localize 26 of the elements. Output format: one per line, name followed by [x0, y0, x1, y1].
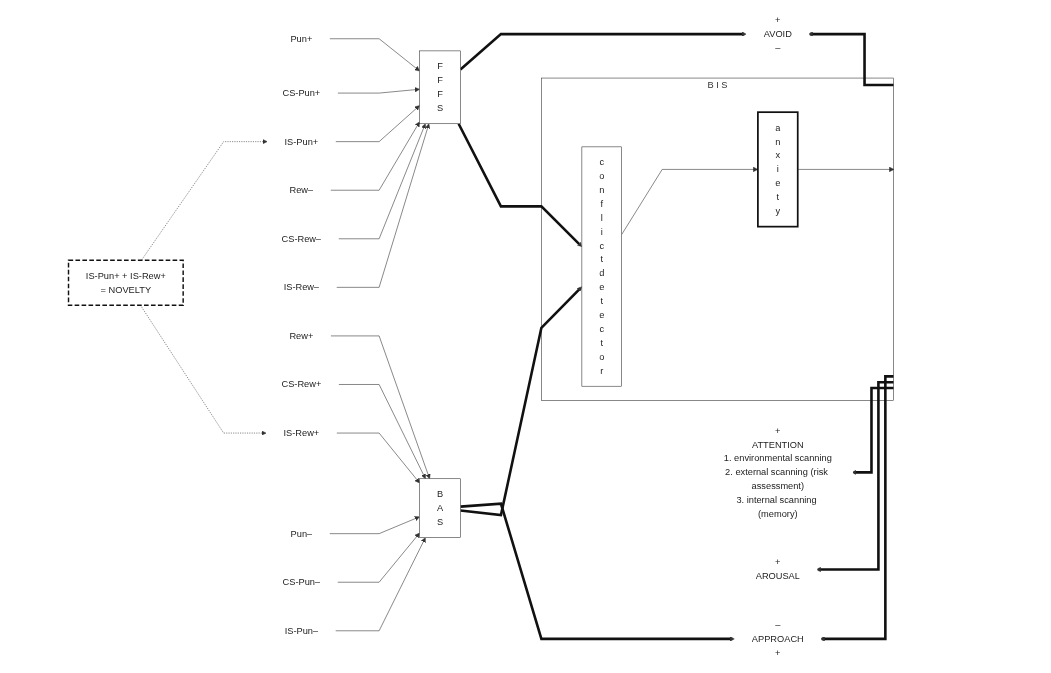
node-text: IS-Pun–: [284, 625, 319, 636]
node-box: a n x i e t y: [757, 111, 799, 228]
arrow: [459, 31, 747, 71]
node-text: Pun–: [290, 528, 313, 539]
node-box: B A S: [419, 478, 461, 538]
node-text: Rew–: [289, 185, 314, 195]
node-text: IS-Pun+: [284, 136, 319, 147]
node-text: CS-Rew+: [281, 379, 322, 390]
arrow: [460, 286, 583, 517]
node-text: + AVOID –: [763, 15, 792, 53]
node-box: F F F S: [419, 50, 461, 125]
node-text: + ATTENTION 1. environmental scanning 2. external scanning (risk assessment) 3. internal scanning (memory): [723, 425, 832, 519]
node-text: CS-Rew–: [281, 233, 322, 244]
node-text: Pun+: [290, 33, 313, 44]
arrow: [457, 123, 583, 247]
node-text: CS-Pun–: [282, 577, 321, 587]
arrow: [460, 502, 735, 642]
node-text: – APPROACH +: [751, 619, 804, 658]
node-box: IS-Pun+ + IS-Rew+ = NOVELTY: [67, 259, 184, 306]
node-box: c o n f l i c t d e t e c t o r: [581, 146, 622, 387]
node-text: IS-Rew–: [283, 282, 320, 292]
node-text: IS-Rew+: [283, 427, 320, 438]
node-text: + AROUSAL: [755, 557, 800, 582]
arrow: [851, 386, 894, 475]
node-text: CS-Pun+: [282, 87, 321, 98]
node-text: Rew+: [289, 330, 314, 341]
